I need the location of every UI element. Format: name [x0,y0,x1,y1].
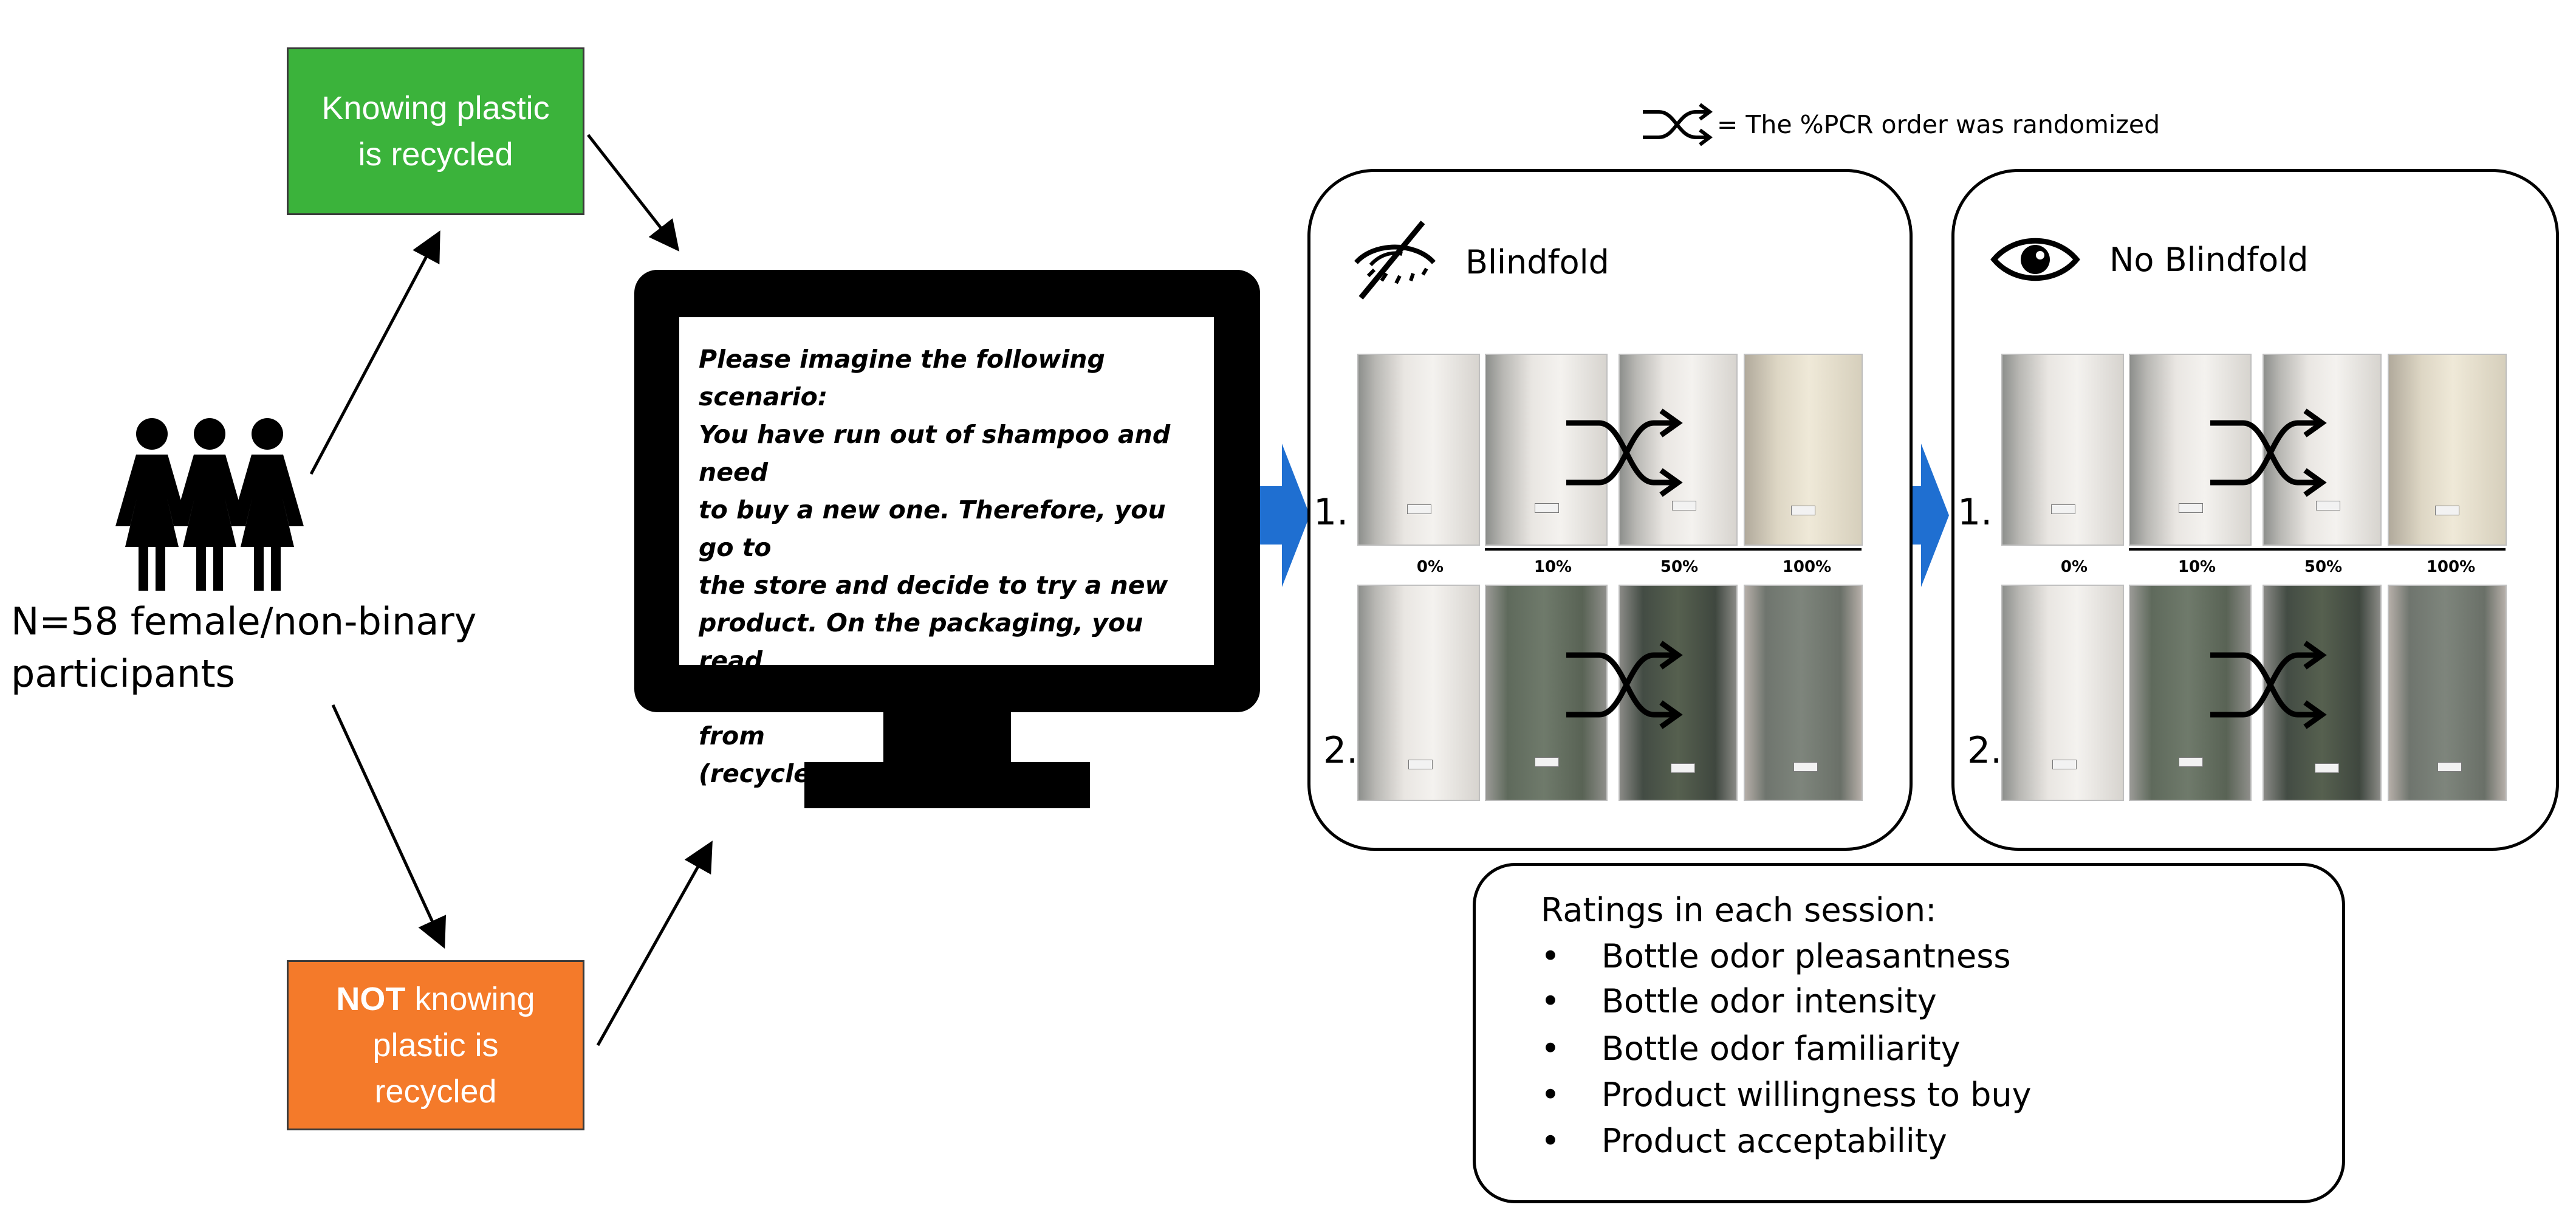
shuffle-icon [2210,408,2327,497]
arrow-participants-to-not-knowing [331,704,447,949]
arrow-knowing-to-monitor [587,134,680,252]
ratings-box [1473,863,2345,1203]
block-arrow-to-no-blindfold [1886,444,1949,587]
rating-item-label: Product acceptability [1601,1122,1947,1160]
blindfold-pct-0: 0% [1416,558,1444,576]
rating-item: • Product willingness to buy [1541,1076,2032,1114]
no-blindfold-row2-photo-100pct [2388,585,2507,801]
blindfold-row1-photo-50pct [1619,354,1738,546]
blindfold-pct-50: 50% [1660,558,1699,576]
rating-item: • Bottle odor familiarity [1541,1029,1961,1068]
block-arrow-to-blindfold [1247,444,1310,587]
no-blindfold-row1-photo-0pct [2001,354,2124,546]
blindfold-row1-photo-0pct [1357,354,1480,546]
shuffle-icon [1566,641,1683,729]
no-blindfold-row-2-number: 2. [1967,729,2002,772]
monitor-screen [679,317,1214,665]
rating-item: • Bottle odor intensity [1541,982,1937,1020]
randomization-legend: = The %PCR order was randomized [1640,103,2160,146]
no-blindfold-row1-photo-10pct [2129,354,2252,546]
not-knowing-emphasis: NOT [336,981,406,1017]
ratings-title: Ratings in each session: [1541,891,1937,929]
rating-item-label: Bottle odor pleasantness [1601,937,2011,975]
shuffle-icon [1643,103,1713,146]
no-blindfold-title: No Blindfold [2109,241,2309,279]
bullet: • [1541,982,1560,1020]
rating-item-label: Bottle odor intensity [1601,982,1937,1020]
participants-icon [115,418,304,591]
blindfold-row2-photo-50pct [1619,585,1738,801]
blindfold-row2-photo-10pct [1485,585,1608,801]
scenario-text: Please imagine the following scenario: Y… [699,345,1171,788]
not-knowing-rest: knowing plastic is recycled [372,981,535,1110]
no-blindfold-row1-photo-100pct [2388,354,2507,546]
blindfold-row-2-number: 2. [1323,729,1358,772]
bullet: • [1541,937,1560,975]
eye-icon [1990,238,2080,281]
blindfold-row1-photo-100pct [1744,354,1863,546]
participants-label: N=58 female/non-binary participants [11,599,477,696]
monitor-base [804,762,1090,808]
blindfold-row2-photo-0pct [1357,585,1480,801]
not-knowing-condition-label: NOT knowing plastic is recycled [308,976,563,1115]
knowing-condition-label: Knowing plastic is recycled [321,90,550,173]
bullet: • [1541,1029,1560,1068]
rating-item: • Product acceptability [1541,1122,1947,1160]
blindfold-pct-10: 10% [1533,558,1572,576]
monitor-neck [883,712,1011,767]
no-blindfold-separator [2129,548,2506,551]
blindfold-title: Blindfold [1465,243,1609,281]
blindfold-row1-photo-10pct [1485,354,1608,546]
eye-slash-icon [1354,221,1436,300]
blindfold-pct-100: 100% [1782,558,1832,576]
legend-text: = The %PCR order was randomized [1717,110,2160,139]
no-blindfold-row1-photo-50pct [2263,354,2382,546]
rating-item: • Bottle odor pleasantness [1541,937,2010,975]
blindfold-row-1-number: 1. [1314,491,1349,534]
no-blindfold-row-1-number: 1. [1958,491,1993,534]
bullet: • [1541,1122,1560,1160]
no-blindfold-row2-photo-0pct [2001,585,2124,801]
blindfold-separator [1485,548,1862,551]
rating-item-label: Product willingness to buy [1601,1076,2032,1114]
bullet: • [1541,1076,1560,1114]
arrow-participants-to-knowing [309,230,440,475]
no-blindfold-row2-photo-50pct [2263,585,2382,801]
no-blindfold-pct-100: 100% [2426,558,2476,576]
blindfold-row2-photo-100pct [1744,585,1863,801]
shuffle-icon [1566,408,1683,497]
no-blindfold-pct-0: 0% [2060,558,2088,576]
rating-item-label: Bottle odor familiarity [1601,1029,1961,1068]
no-blindfold-pct-10: 10% [2177,558,2216,576]
shuffle-icon [2210,641,2327,729]
no-blindfold-pct-50: 50% [2304,558,2343,576]
not-knowing-condition-box: NOT knowing plastic is recycled [287,960,584,1130]
no-blindfold-row2-photo-10pct [2129,585,2252,801]
arrow-not-knowing-to-monitor [596,840,713,1046]
knowing-condition-box: Knowing plastic is recycled [287,47,584,215]
